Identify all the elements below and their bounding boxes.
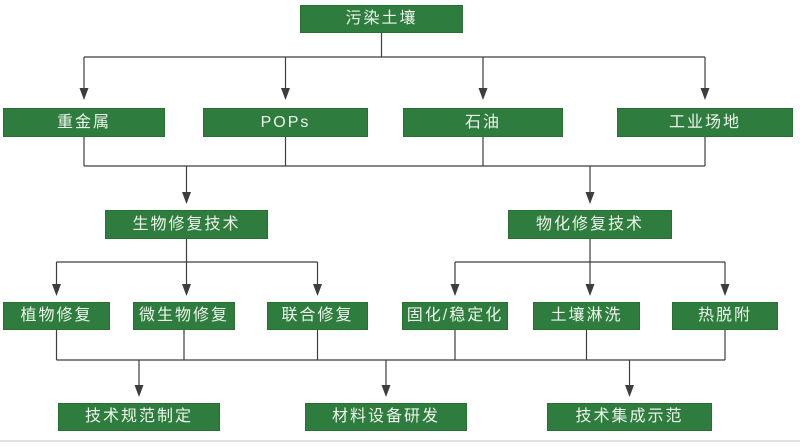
node-combined-remediation: 联合修复 xyxy=(267,302,368,330)
node-bioremediation-tech: 生物修复技术 xyxy=(105,210,268,239)
node-soil-washing: 土壤淋洗 xyxy=(533,302,640,330)
node-petroleum: 石油 xyxy=(403,108,563,137)
node-thermal-desorption: 热脱附 xyxy=(672,302,778,330)
node-materials-equipment-rd: 材料设备研发 xyxy=(305,403,467,431)
node-microbial-remediation: 微生物修复 xyxy=(133,302,235,330)
node-physicochemical-tech: 物化修复技术 xyxy=(508,210,672,239)
bottom-table-edge xyxy=(0,440,800,442)
node-heavy-metals: 重金属 xyxy=(3,108,165,137)
node-solidification-stabilization: 固化/稳定化 xyxy=(402,302,508,330)
node-tech-spec-development: 技术规范制定 xyxy=(58,403,220,431)
node-industrial-site: 工业场地 xyxy=(617,108,793,137)
node-pops: POPs xyxy=(203,108,368,137)
node-tech-integration-demo: 技术集成示范 xyxy=(547,403,712,431)
node-contaminated-soil: 污染土壤 xyxy=(300,5,463,33)
node-phytoremediation: 植物修复 xyxy=(3,302,110,330)
